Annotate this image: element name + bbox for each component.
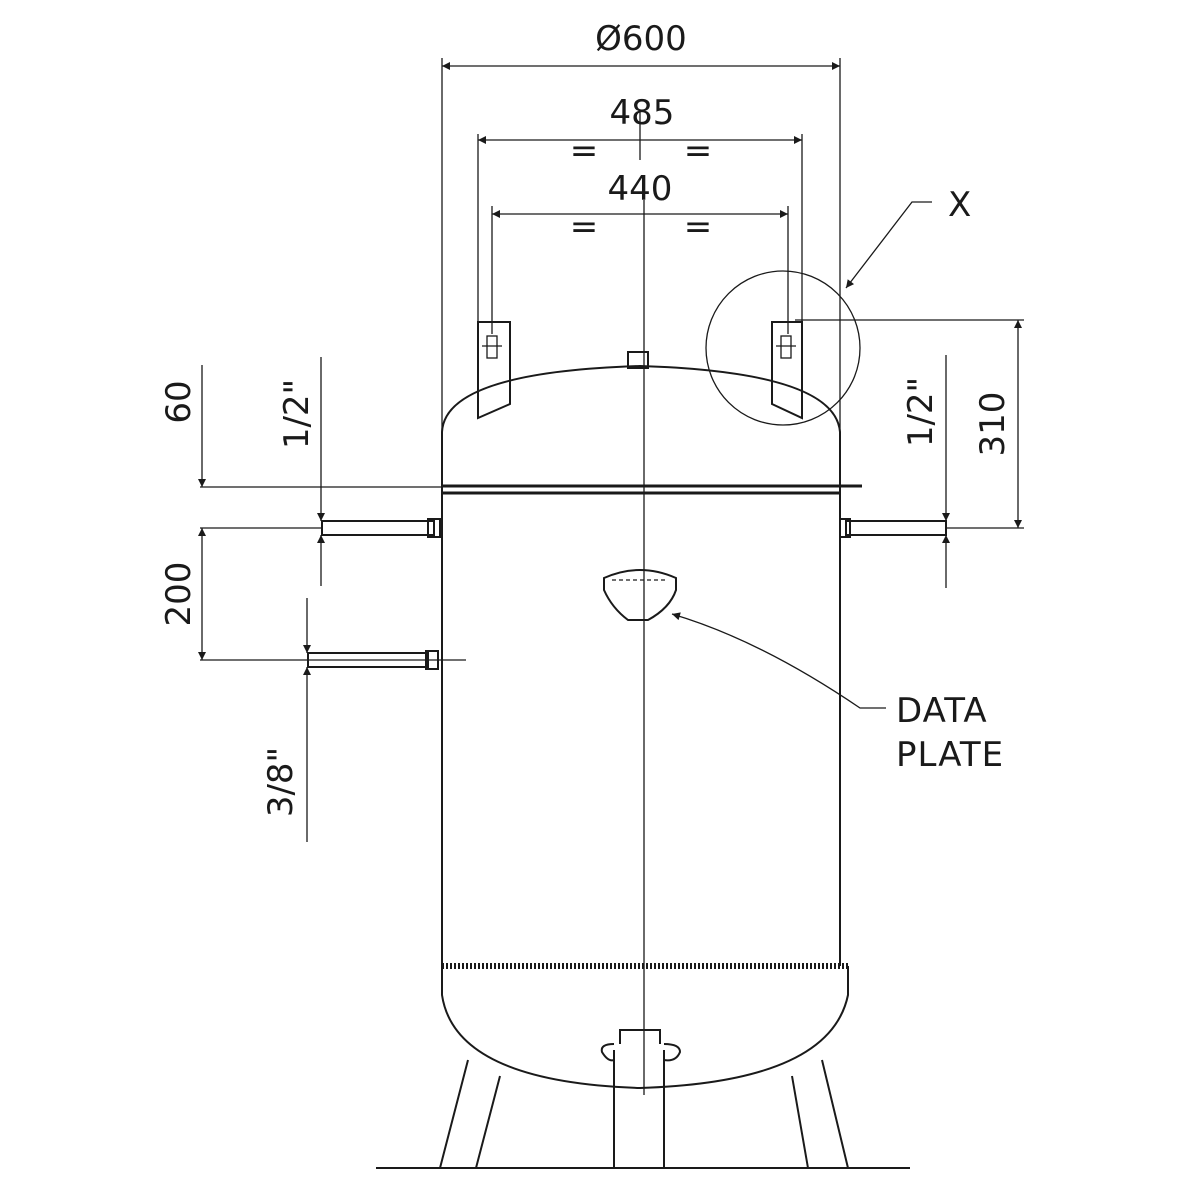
dimension-lug-outer-text: 485 [610,93,675,133]
vessel-shell [441,351,849,1090]
detail-circle-x [705,270,861,426]
detail-label-x: X [948,185,972,225]
dimension-lug-inner: 440 = = [491,169,789,334]
dimension-top-offset: 60 [159,365,442,529]
equal-mark: = [570,131,599,171]
lifting-lug-left [477,321,511,420]
data-plate [603,569,886,709]
leg-center [600,1029,682,1168]
dimension-connection-spacing-text: 200 [159,562,199,627]
connection-right [839,518,947,538]
dimension-left-lower-text: 3/8" [261,747,301,817]
dimension-diameter-text: Ø600 [595,19,687,59]
dimension-top-offset-text: 60 [159,380,199,423]
dimension-lug-outer: 485 = = [477,93,803,322]
dimension-right-connection: 1/2" [901,355,950,588]
weld-seam-upper [442,484,862,495]
equal-mark: = [684,131,713,171]
equal-mark: = [570,207,599,247]
dimension-connection-spacing: 200 [159,528,206,660]
data-plate-label-line1: DATA [896,691,988,731]
dimension-left-upper-text: 1/2" [277,379,317,449]
dimension-lug-height: 310 [795,319,1024,529]
lifting-lug-right [771,321,803,420]
data-plate-label-line2: PLATE [896,735,1004,775]
leg-right [791,1059,849,1169]
detail-leader-x [845,201,932,289]
connection-left-upper [321,518,441,538]
dimension-diameter: Ø600 [441,19,841,432]
dimension-lug-inner-text: 440 [608,169,673,209]
connection-left-lower [200,650,466,670]
leg-left [439,1059,501,1169]
dimension-lug-height-text: 310 [973,392,1013,457]
equal-mark: = [684,207,713,247]
dimension-right-text: 1/2" [901,377,941,447]
dimension-left-lower-connection: 3/8" [261,598,311,842]
dimension-left-upper-connection: 1/2" [277,357,325,586]
